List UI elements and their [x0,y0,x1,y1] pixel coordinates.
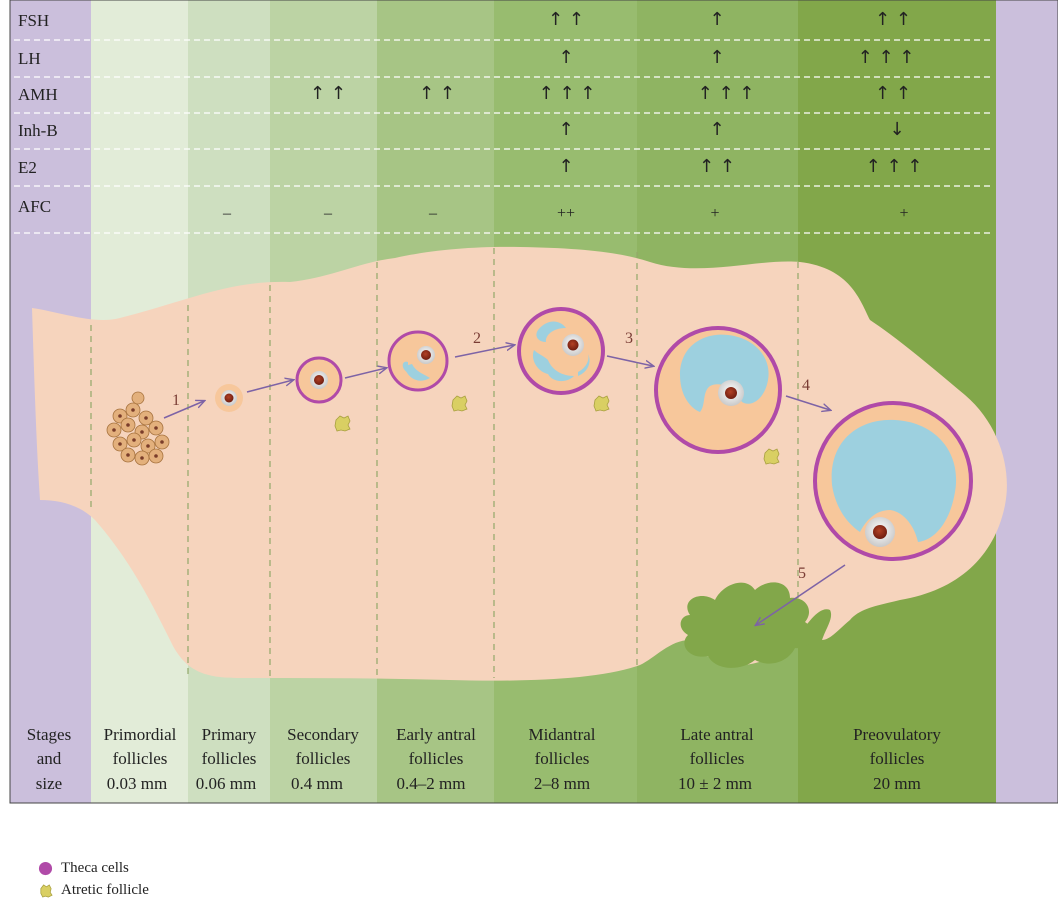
stage-primary-size: 0.06 mm [196,774,256,793]
cell-afc-early-antral: – [428,205,438,222]
cell-afc-secondary: – [323,205,333,222]
cell-e2-late-antral: ↑ ↑ [699,156,735,177]
step-number-3: 3 [625,330,633,347]
cell-e2-preovulatory: ↑ ↑ ↑ [866,156,923,177]
late-antral-follicle [656,328,780,452]
stages-header-line1: Stages [27,725,71,744]
cell-lh-late-antral: ↑ [709,47,724,68]
stage-midantral-size: 2–8 mm [534,774,590,793]
early-antral-follicle [389,332,447,390]
step-number-4: 4 [802,377,810,394]
stage-midantral-name1: Midantral [528,725,595,744]
stage-preovulatory-size: 20 mm [873,774,921,793]
cell-inhb-midantral: ↑ [558,119,573,140]
stage-midantral-name2: follicles [535,749,590,768]
row-label-fsh: FSH [18,11,49,30]
stage-primordial-size: 0.03 mm [107,774,167,793]
follicle-development-diagram: FSH LH AMH Inh-B E2 AFC ↑ ↑ ↑ ↑ ↑ ↑ ↑ ↑ … [0,0,1058,810]
secondary-follicle [297,358,341,402]
stage-secondary-size: 0.4 mm [291,774,343,793]
cell-afc-primary: – [222,205,232,222]
preovulatory-follicle [815,403,971,559]
stage-primordial-name1: Primordial [104,725,177,744]
step-number-2: 2 [473,330,481,347]
purple-dot-icon [38,861,53,876]
stage-early-antral-name2: follicles [409,749,464,768]
stage-late-antral-size: 10 ± 2 mm [678,774,752,793]
cell-lh-midantral: ↑ [558,47,573,68]
stage-primary-name2: follicles [202,749,257,768]
legend-theca-label: Theca cells [61,860,129,877]
legend-atretic-label: Atretic follicle [61,882,149,899]
cell-amh-midantral: ↑ ↑ ↑ [539,83,596,104]
stage-early-antral-size: 0.4–2 mm [397,774,466,793]
cell-afc-late-antral: + [710,205,719,222]
stage-early-antral-name1: Early antral [396,725,476,744]
primary-follicle [215,384,243,412]
stage-secondary-name1: Secondary [287,725,359,744]
legend-theca-cells: Theca cells [38,860,129,877]
cell-amh-early-antral: ↑ ↑ [419,83,455,104]
cell-inhb-preovulatory: ↓ [889,119,904,140]
stage-late-antral-name2: follicles [690,749,745,768]
cell-inhb-late-antral: ↑ [709,119,724,140]
stage-secondary-name2: follicles [296,749,351,768]
row-label-amh: AMH [18,85,58,104]
step-number-1: 1 [172,392,180,409]
midantral-follicle [519,309,603,393]
cell-amh-preovulatory: ↑ ↑ [875,83,911,104]
stages-header-line3: size [36,774,62,793]
stage-late-antral-name1: Late antral [680,725,753,744]
cell-e2-midantral: ↑ [558,156,573,177]
stages-header-line2: and [37,749,62,768]
stage-primordial-name2: follicles [113,749,168,768]
row-label-afc: AFC [18,197,51,216]
cell-fsh-preovulatory: ↑ ↑ [875,9,911,30]
atretic-follicle-icon [38,883,53,898]
stage-preovulatory-name1: Preovulatory [853,725,941,744]
cell-afc-midantral: ++ [557,205,575,222]
row-label-e2: E2 [18,158,37,177]
cell-afc-preovulatory: + [899,205,908,222]
step-number-5: 5 [798,565,806,582]
cell-fsh-midantral: ↑ ↑ [548,9,584,30]
cell-amh-secondary: ↑ ↑ [310,83,346,104]
row-label-inhb: Inh-B [18,121,58,140]
stage-primary-name1: Primary [202,725,257,744]
legend-atretic-follicle: Atretic follicle [38,882,149,899]
stage-preovulatory-name2: follicles [870,749,925,768]
cell-fsh-late-antral: ↑ [709,9,724,30]
row-label-lh: LH [18,49,41,68]
cell-lh-preovulatory: ↑ ↑ ↑ [858,47,915,68]
cell-amh-late-antral: ↑ ↑ ↑ [698,83,755,104]
right-margin-band [996,0,1058,803]
